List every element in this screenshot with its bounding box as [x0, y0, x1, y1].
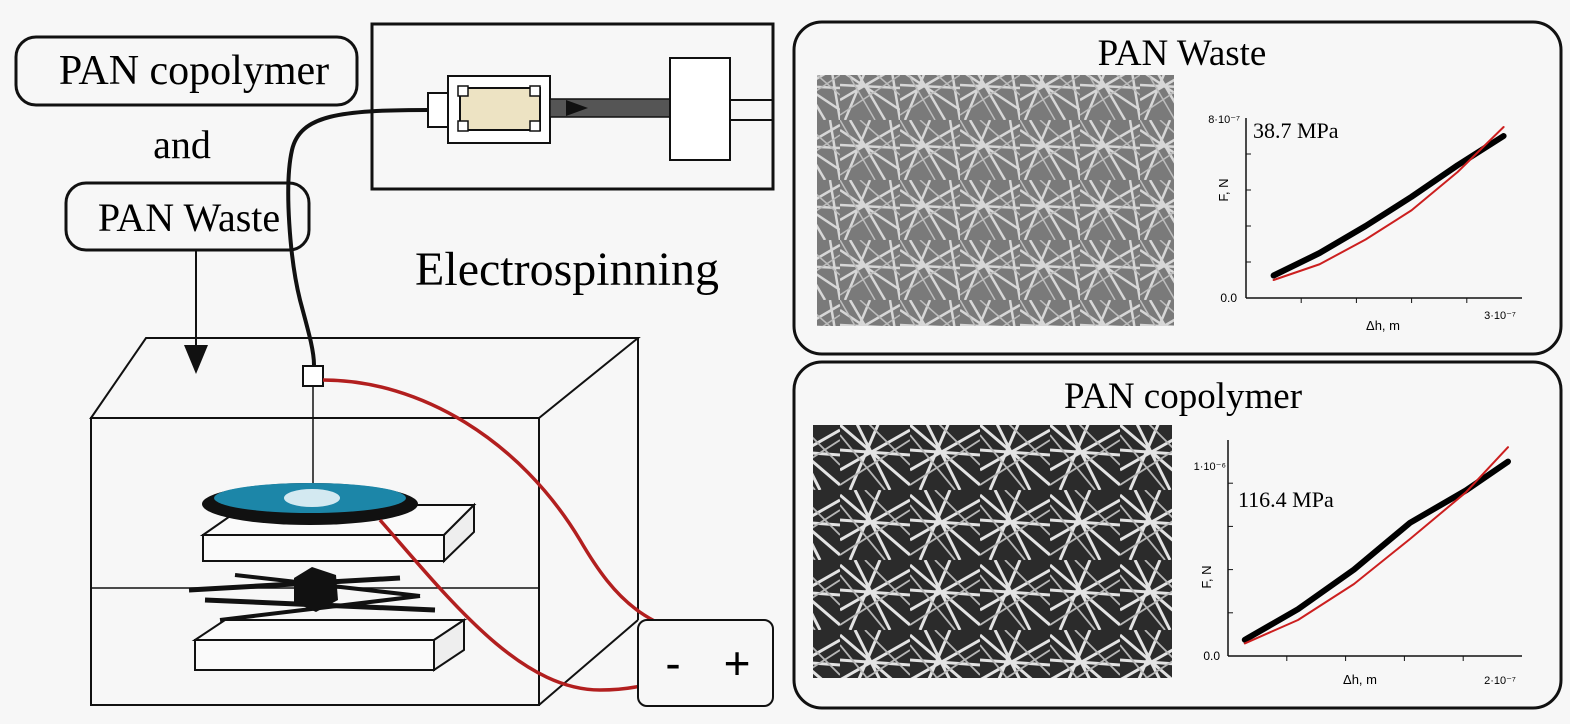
clamp [457, 120, 469, 132]
fit-curve [1243, 446, 1509, 645]
clamp [457, 85, 469, 97]
modulus-annotation: 38.7 MPa [1253, 118, 1339, 143]
force-curve-chart-waste: 0.0 8·10⁻⁷ 3·10⁻⁷ Δh, m F, N 38.7 MPa [1208, 114, 1522, 333]
pump-motor [669, 57, 731, 161]
chamber-edge [538, 619, 639, 706]
x-axis-label: Δh, m [1366, 318, 1400, 333]
y-axis-label: F, N [1199, 565, 1214, 588]
fiber-mat [284, 489, 340, 507]
collector-stage-side [443, 502, 475, 564]
waste-label: PAN Waste [98, 195, 280, 240]
x-axis-label: Δh, m [1343, 672, 1377, 687]
motor-hub [294, 567, 338, 612]
clamp [529, 85, 541, 97]
feed-tube [286, 108, 429, 366]
spinneret [302, 365, 324, 387]
y-tick-label: 0.0 [1203, 649, 1220, 663]
waste-label-box [64, 181, 311, 252]
modulus-annotation: 116.4 MPa [1238, 487, 1334, 512]
y-tick-label: 0.0 [1220, 291, 1237, 305]
copolymer-label: PAN copolymer [59, 48, 329, 94]
force-curve-chart-copolymer: 0.0 1·10⁻⁶ 2·10⁻⁷ Δh, m F, N 116.4 MPa [1194, 440, 1522, 687]
power-supply [637, 619, 774, 707]
x-tick-label: 3·10⁻⁷ [1484, 310, 1516, 322]
chamber-top [89, 337, 641, 419]
and-label: and [153, 122, 211, 167]
minus-terminal: - [665, 637, 680, 689]
chamber-front [90, 417, 540, 706]
panel-title: PAN Waste [1098, 33, 1267, 74]
process-label: Electrospinning [415, 243, 719, 296]
collector-stage [202, 534, 445, 562]
clamp [529, 120, 541, 132]
sem-image-pan-waste [817, 75, 1174, 326]
panel-title: PAN copolymer [1064, 376, 1302, 417]
sem-image-pan-copolymer [813, 425, 1172, 678]
plus-terminal: + [724, 637, 751, 689]
base-stage [194, 639, 435, 671]
base-stage-top [191, 619, 468, 641]
push-arrow-icon [566, 100, 588, 116]
measured-curve [1270, 133, 1507, 279]
copolymer-label-box [14, 35, 359, 107]
y-tick-label: 8·10⁻⁷ [1208, 114, 1240, 126]
base-stage-side [433, 618, 465, 672]
syringe-barrel [459, 87, 541, 131]
fit-curve [1272, 126, 1505, 281]
y-tick-label: 1·10⁻⁶ [1194, 461, 1226, 473]
down-arrow-icon [184, 345, 208, 374]
y-axis-label: F, N [1216, 178, 1231, 201]
syringe-tip [427, 92, 451, 128]
x-tick-label: 2·10⁻⁷ [1484, 675, 1516, 687]
